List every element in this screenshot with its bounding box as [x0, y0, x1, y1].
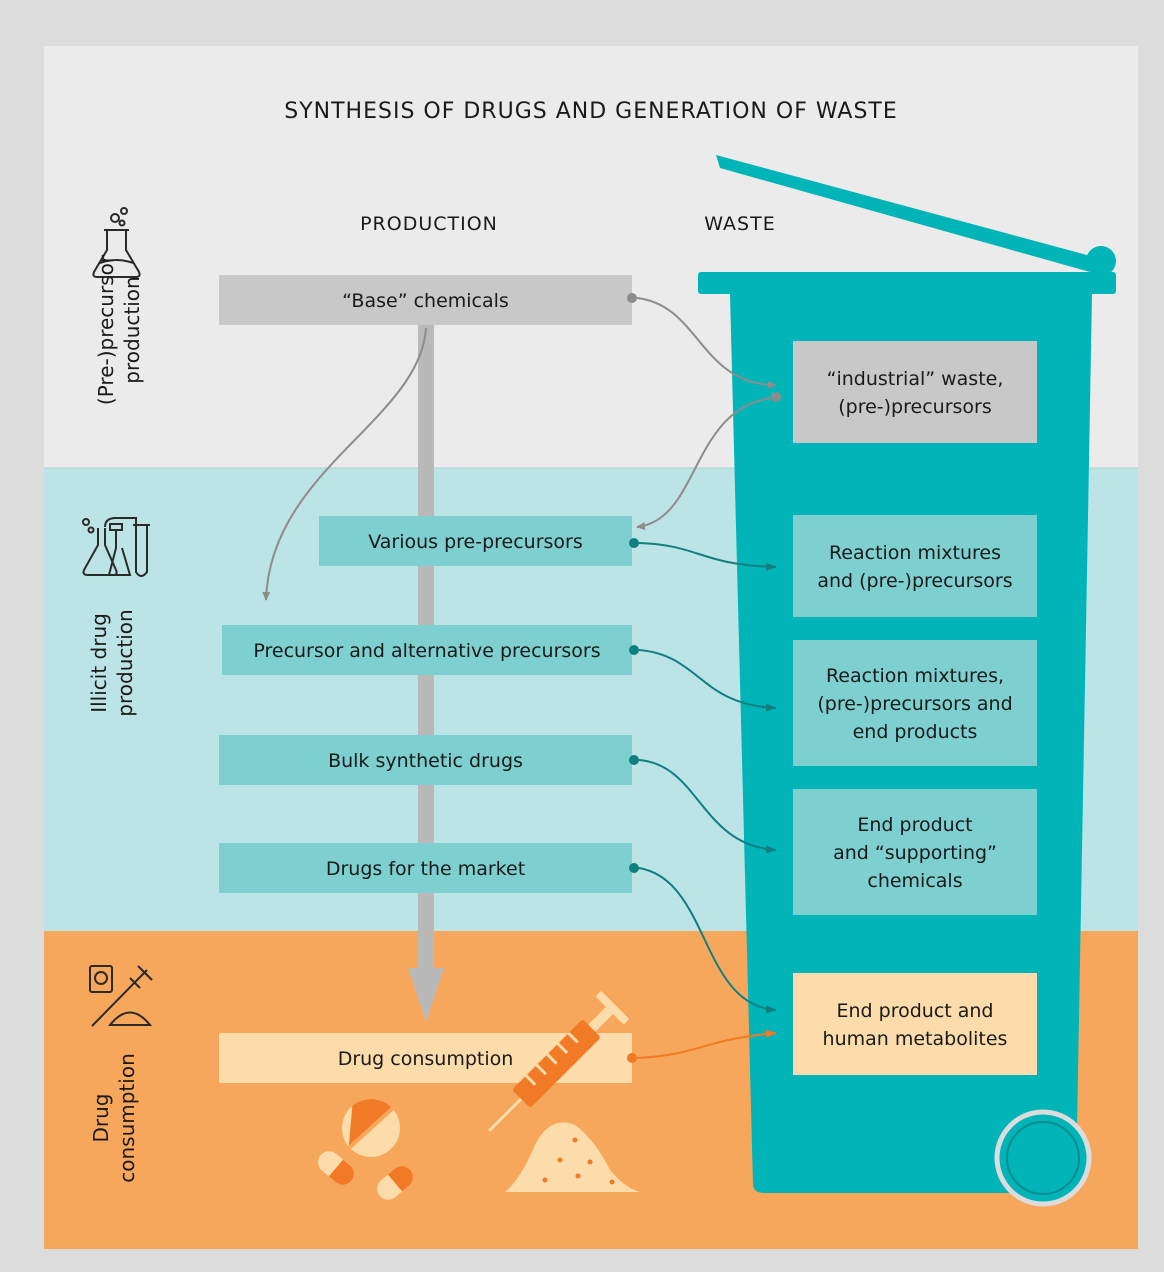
waste-item-box: Reaction mixtures and (pre-)precursors	[793, 515, 1037, 617]
waste-item-box: End product and human metabolites	[793, 973, 1037, 1075]
connector-dot	[629, 863, 639, 873]
waste-item-label: end products	[853, 721, 978, 743]
waste-item-label: (pre-)precursors and	[817, 693, 1012, 715]
production-step-background	[319, 516, 632, 566]
waste-item-label: human metabolites	[823, 1028, 1008, 1050]
connector-dot	[627, 1053, 637, 1063]
production-step-label: Drug consumption	[338, 1048, 514, 1070]
stage-label-line: consumption	[115, 1053, 139, 1183]
production-step-label: Various pre-precursors	[368, 531, 583, 553]
connector-dot	[629, 538, 639, 548]
connectors	[262, 293, 781, 1063]
stage-label-line: (Pre-)precursor	[94, 254, 118, 405]
waste-item-label: and (pre-)precursors	[817, 570, 1012, 592]
waste-item-label: and “supporting”	[833, 842, 997, 864]
waste-item-box: Reaction mixtures, (pre-)precursors and en…	[793, 640, 1037, 766]
connector-dot	[629, 645, 639, 655]
flask-icon	[92, 207, 141, 278]
diagram-title: SYNTHESIS OF DRUGS AND GENERATION OF WAS…	[284, 99, 898, 124]
powder-icon	[505, 1122, 640, 1192]
waste-item-label: Reaction mixtures,	[826, 665, 1004, 687]
drug-paraphernalia-icon	[89, 965, 153, 1027]
arrow-base-to-industrial-waste	[636, 297, 777, 389]
production-step-label: Bulk synthetic drugs	[328, 750, 523, 772]
waste-column-header: WASTE	[704, 213, 775, 235]
production-step-label: Precursor and alternative precursors	[253, 640, 600, 662]
production-column-header: PRODUCTION	[360, 213, 498, 235]
production-step-box: “Base” chemicals	[219, 275, 632, 325]
production-step-box: Precursor and alternative precursors	[222, 625, 632, 675]
arrow-precursor-to-waste	[638, 649, 777, 712]
arrow-consumption-to-waste	[636, 1029, 777, 1059]
stage-label-line: Illicit drug	[87, 613, 111, 713]
production-step-background	[219, 843, 632, 893]
waste-item-box: “industrial” waste, (pre-)precursors	[793, 341, 1037, 443]
production-step-background	[219, 735, 632, 785]
pills-icon	[318, 1099, 413, 1200]
stage-label-consumption: Drug consumption	[89, 1053, 139, 1183]
connector-dot	[627, 293, 637, 303]
waste-item-background	[793, 515, 1037, 617]
arrow-base-to-precursor	[262, 327, 427, 601]
waste-item-label: Reaction mixtures	[829, 542, 1001, 564]
waste-item-box: End product and “supporting” chemicals	[793, 789, 1037, 915]
production-step-label: “Base” chemicals	[342, 290, 509, 312]
waste-item-label: End product and	[836, 1000, 993, 1022]
waste-item-background	[793, 341, 1037, 443]
production-step-box: Bulk synthetic drugs	[219, 735, 632, 785]
arrow-preprecursors-to-waste	[638, 542, 777, 571]
waste-item-label: End product	[857, 814, 972, 836]
production-step-background	[222, 625, 632, 675]
lab-equipment-icon	[82, 517, 150, 577]
waste-item-label: chemicals	[867, 870, 962, 892]
arrow-industrial-to-preprecursors	[636, 397, 772, 531]
waste-item-background	[793, 973, 1037, 1075]
stage-label-illicit: Illicit drug production	[87, 609, 137, 716]
waste-item-background	[793, 789, 1037, 915]
production-step-label: Drugs for the market	[326, 858, 525, 880]
waste-item-label: (pre-)precursors	[838, 396, 992, 418]
connector-dot	[629, 755, 639, 765]
production-step-box: Drugs for the market	[219, 843, 632, 893]
stage-label-line: production	[113, 609, 137, 716]
waste-item-label: “industrial” waste,	[827, 368, 1004, 390]
stage-label-precursor: (Pre-)precursor production	[94, 254, 144, 405]
waste-item-background	[793, 640, 1037, 766]
production-step-background	[219, 275, 632, 325]
production-step-box: Various pre-precursors	[319, 516, 632, 566]
arrow-bulk-to-waste	[638, 759, 777, 854]
syringe-icon	[488, 991, 629, 1132]
stage-label-line: production	[120, 276, 144, 383]
connector-dot	[771, 392, 781, 402]
stage-label-line: Drug	[89, 1094, 113, 1143]
arrow-market-to-waste	[638, 867, 777, 1014]
